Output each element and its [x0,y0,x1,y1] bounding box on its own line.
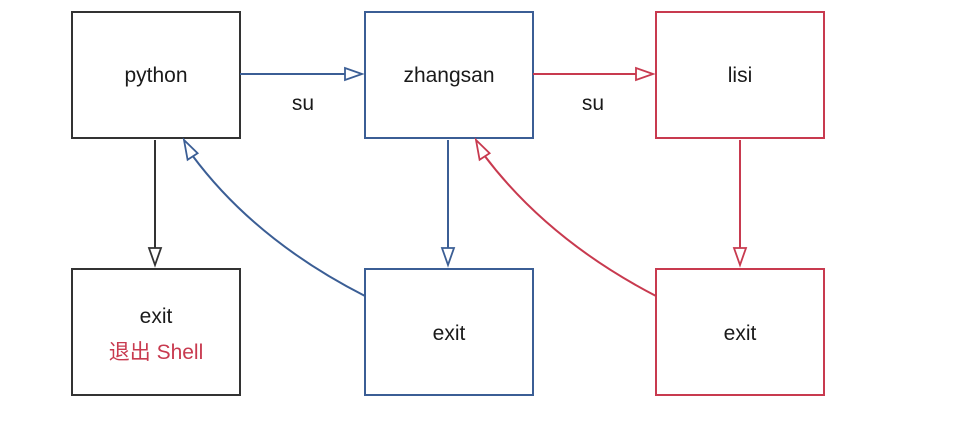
edge-exit-lisi-return-to-zhangsan [483,154,657,297]
arrowhead-python-to-zhangsan [344,66,365,82]
node-lisi [655,11,825,139]
node-exit-python-label: exit [140,305,173,328]
node-exit-python-sublabel: 退出 Shell [109,341,204,364]
arrowhead-zhangsan-to-lisi [635,66,656,82]
edge-su-label-1: su [292,92,314,115]
node-lisi-label: lisi [728,64,753,87]
node-exit-zhangsan-label: exit [433,322,466,345]
node-python [71,11,241,139]
node-exit-python [71,268,241,396]
arrowhead-python-to-exit [147,247,163,268]
arrowhead-return-to-python [182,137,200,162]
node-exit-lisi [655,268,825,396]
arrowhead-lisi-to-exit [732,247,748,268]
edge-exit-zhangsan-return-to-python [191,154,366,297]
node-zhangsan-label: zhangsan [403,64,494,87]
node-exit-lisi-label: exit [724,322,757,345]
arrowhead-return-to-zhangsan [474,137,492,162]
edge-su-label-2: su [582,92,604,115]
node-zhangsan [364,11,534,139]
node-python-label: python [124,64,187,87]
arrowhead-zhangsan-to-exit [440,247,456,268]
node-exit-zhangsan [364,268,534,396]
